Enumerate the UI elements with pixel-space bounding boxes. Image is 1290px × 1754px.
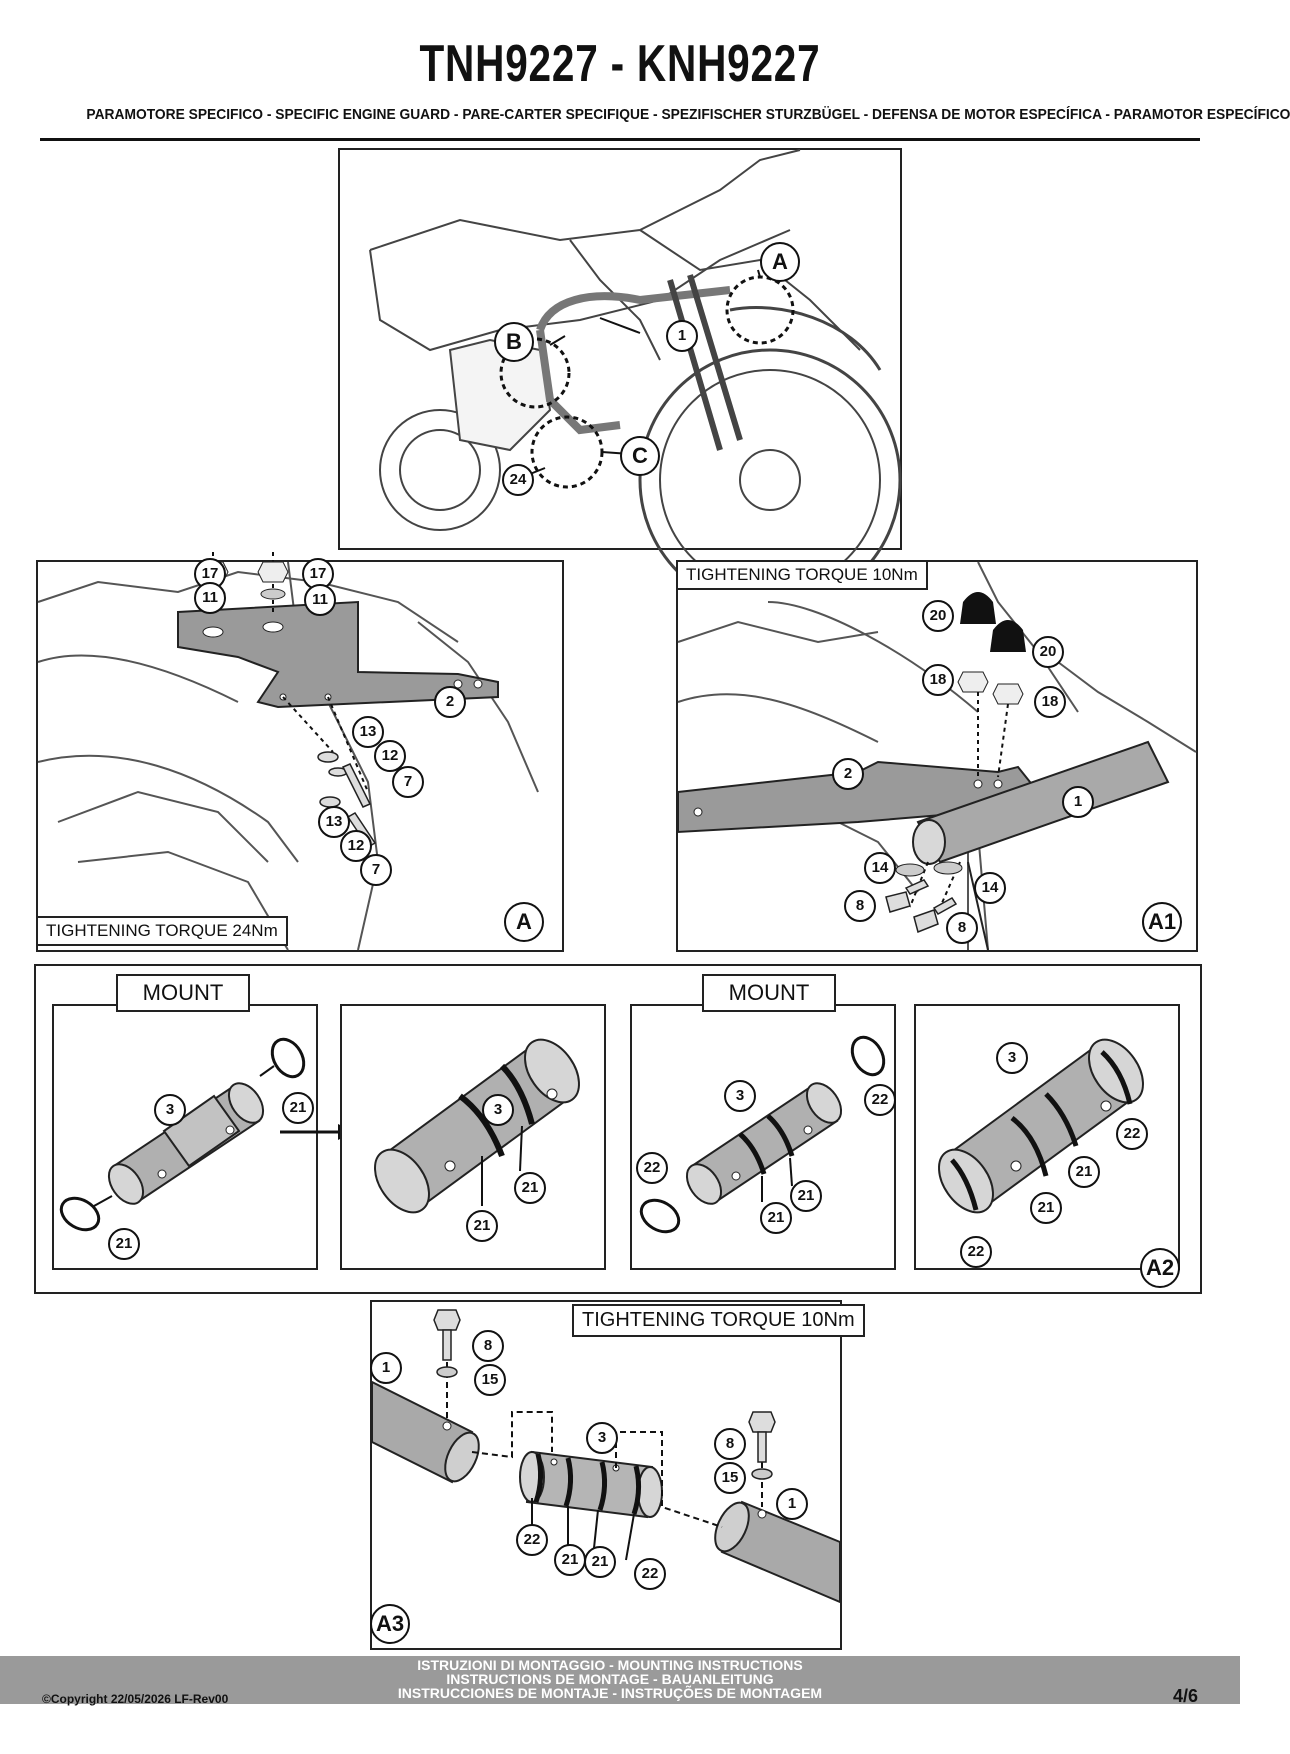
callout-B: B xyxy=(494,322,534,362)
callout-21-left: 21 xyxy=(760,1202,792,1234)
footer-instructions: ISTRUZIONI DI MONTAGGIO - MOUNTING INSTR… xyxy=(380,1658,840,1700)
page-number: 4/6 xyxy=(1172,1686,1198,1706)
callout-21-right: 21 xyxy=(514,1172,546,1204)
callout-3: 3 xyxy=(996,1042,1028,1074)
callout-3: 3 xyxy=(482,1094,514,1126)
callout-8-left: 8 xyxy=(844,890,876,922)
header-rule xyxy=(40,138,1200,141)
callout-12-upper: 12 xyxy=(374,740,406,772)
callout-11-left: 11 xyxy=(194,582,226,614)
callout-20-lower: 20 xyxy=(1032,636,1064,668)
callout-21-left: 21 xyxy=(554,1544,586,1576)
panel-tag-a1: A1 xyxy=(1142,902,1182,942)
mount-row-frame xyxy=(34,964,1202,1294)
pin-illustration-1 xyxy=(59,1037,306,1232)
copyright-text: ©Copyright 22/05/2026 LF-Rev00 xyxy=(42,1692,229,1706)
callout-13-upper: 13 xyxy=(352,716,384,748)
mount-panel-3: 3 22 22 21 21 xyxy=(630,1004,896,1270)
torque-label-a1: TIGHTENING TORQUE 10Nm xyxy=(676,560,928,590)
callout-8-right: 8 xyxy=(714,1428,746,1460)
callout-18-left: 18 xyxy=(922,664,954,696)
callout-22-right: 22 xyxy=(864,1084,896,1116)
callout-7-upper: 7 xyxy=(392,766,424,798)
callout-1-left: 1 xyxy=(370,1352,402,1384)
callout-7-lower: 7 xyxy=(360,854,392,886)
callout-A: A xyxy=(760,242,800,282)
callout-21-left: 21 xyxy=(108,1228,140,1260)
callout-1-right: 1 xyxy=(776,1488,808,1520)
mount-panel-4: 3 22 21 21 22 xyxy=(914,1004,1180,1270)
document-title: TNH9227 - KNH9227 xyxy=(419,35,821,93)
bracket-illustration-a xyxy=(37,552,539,951)
pin-illustration-3 xyxy=(639,1035,886,1234)
pin-assembly-illustration xyxy=(371,1309,841,1604)
callout-21-right: 21 xyxy=(584,1546,616,1578)
callout-21-right: 21 xyxy=(790,1180,822,1212)
panel-tag-a3: A3 xyxy=(370,1604,410,1644)
callout-21-left: 21 xyxy=(466,1210,498,1242)
callout-18-right: 18 xyxy=(1034,686,1066,718)
overview-panel: A B C 1 24 xyxy=(338,148,902,612)
callout-14-left: 14 xyxy=(864,852,896,884)
callout-2: 2 xyxy=(434,686,466,718)
callout-22-left: 22 xyxy=(516,1524,548,1556)
callout-15-left: 15 xyxy=(474,1364,506,1396)
callout-21-right: 21 xyxy=(1068,1156,1100,1188)
mount-label-1: MOUNT xyxy=(116,974,250,1012)
footer-line-2: INSTRUCTIONS DE MONTAGE - BAUANLEITUNG xyxy=(446,1671,774,1687)
bracket-illustration-a1 xyxy=(677,561,1197,951)
mount-label-2: MOUNT xyxy=(702,974,836,1012)
callout-8-right: 8 xyxy=(946,912,978,944)
pin-illustration-4 xyxy=(938,1038,1144,1214)
callout-21-left: 21 xyxy=(1030,1192,1062,1224)
mount-panel-2: 3 21 21 xyxy=(340,1004,606,1270)
callout-22-left: 22 xyxy=(636,1152,668,1184)
detail-panel-a: 17 17 11 11 2 13 12 7 13 12 7 TIGHTENING… xyxy=(36,552,564,952)
callout-24: 24 xyxy=(502,464,534,496)
footer-line-1: ISTRUZIONI DI MONTAGGIO - MOUNTING INSTR… xyxy=(417,1657,803,1673)
detail-panel-a3: TIGHTENING TORQUE 10Nm 1 8 15 3 8 15 1 2… xyxy=(370,1300,865,1650)
torque-label-a3: TIGHTENING TORQUE 10Nm xyxy=(572,1304,865,1337)
callout-3: 3 xyxy=(154,1094,186,1126)
callout-15-right: 15 xyxy=(714,1462,746,1494)
callout-22-left: 22 xyxy=(960,1236,992,1268)
callout-17-right: 17 xyxy=(302,558,334,590)
pin-illustration-2 xyxy=(374,1038,580,1214)
footer-line-3: INSTRUCCIONES DE MONTAJE - INSTRUÇÕES DE… xyxy=(397,1685,823,1701)
torque-label-a: TIGHTENING TORQUE 24Nm xyxy=(36,916,288,946)
callout-22-right: 22 xyxy=(634,1558,666,1590)
callout-C: C xyxy=(620,436,660,476)
callout-21-right: 21 xyxy=(282,1092,314,1124)
callout-14-right: 14 xyxy=(974,872,1006,904)
callout-3: 3 xyxy=(724,1080,756,1112)
motorcycle-illustration xyxy=(369,149,902,612)
document-subtitle: PARAMOTORE SPECIFICO - SPECIFIC ENGINE G… xyxy=(86,106,1290,123)
callout-13-lower: 13 xyxy=(318,806,350,838)
callout-22-right: 22 xyxy=(1116,1118,1148,1150)
detail-panel-a1: TIGHTENING TORQUE 10Nm 20 20 18 18 2 1 1… xyxy=(676,560,1198,952)
panel-tag-a2: A2 xyxy=(1140,1248,1180,1288)
mount-panel-1: 3 21 21 xyxy=(52,1004,318,1270)
footer-bar xyxy=(0,1656,1240,1704)
callout-3: 3 xyxy=(586,1422,618,1454)
callout-2: 2 xyxy=(832,758,864,790)
callout-1: 1 xyxy=(666,320,698,352)
callout-1: 1 xyxy=(1062,786,1094,818)
callout-8-left: 8 xyxy=(472,1330,504,1362)
panel-tag-a: A xyxy=(504,902,544,942)
callout-11-right: 11 xyxy=(304,584,336,616)
callout-20-upper: 20 xyxy=(922,600,954,632)
